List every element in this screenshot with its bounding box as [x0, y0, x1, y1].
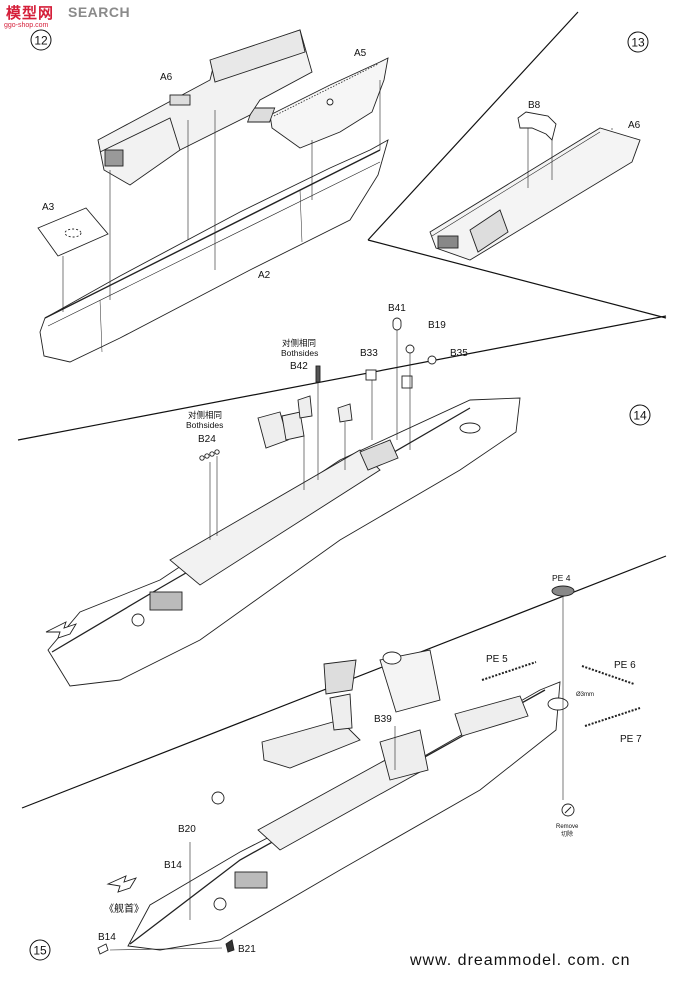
part-label-a3: A3	[42, 202, 55, 213]
step-14-marker: 14	[629, 404, 651, 426]
bow-direction-arrow	[45, 621, 78, 639]
bow-label: 《舰首》	[104, 902, 144, 915]
bothsides-en-b24: Bothsides	[186, 420, 223, 430]
part-label-b35: B35	[450, 348, 468, 359]
part-b20-turret	[211, 791, 225, 805]
part-b21	[225, 939, 235, 953]
hull-a2	[39, 139, 389, 363]
step-12-diagram	[37, 29, 389, 363]
part-label-b33: B33	[360, 348, 378, 359]
step-15-diagram	[97, 585, 641, 955]
part-label-a6: A6	[160, 72, 173, 83]
plate-a3	[37, 207, 109, 257]
bow-arrow-15	[106, 875, 138, 893]
part-label-b20: B20	[178, 824, 196, 835]
step-12-marker: 12	[30, 29, 52, 51]
part-label-b24: B24	[198, 434, 216, 445]
part-b42	[315, 365, 321, 383]
step-15-number: 15	[33, 944, 47, 958]
superstructure-a6-detail	[429, 127, 641, 261]
step-12-number: 12	[34, 34, 48, 48]
step-14-number: 14	[633, 409, 647, 423]
part-b8	[517, 111, 557, 141]
part-b41	[392, 317, 402, 331]
part-label-a5: A5	[354, 48, 367, 59]
part-b24-group	[199, 449, 220, 461]
step-14-diagram	[45, 317, 521, 687]
part-label-a2: A2	[258, 270, 271, 281]
watermark-brand: 模型网	[6, 4, 55, 22]
part-pe6	[581, 665, 635, 685]
footer-site-url: www. dreammodel. com. cn	[410, 952, 631, 969]
part-b35	[427, 355, 437, 365]
watermark-url: ggo-shop.com	[4, 22, 49, 29]
part-pe4	[551, 585, 575, 597]
step-13-marker: 13	[627, 31, 649, 53]
part-label-a6-step13: A6	[628, 120, 641, 131]
step-13-number: 13	[631, 36, 645, 50]
part-label-b42: B42	[290, 361, 308, 372]
part-label-b41: B41	[388, 303, 406, 314]
part-label-pe5: PE 5	[486, 654, 508, 665]
part-label-pe7: PE 7	[620, 734, 642, 745]
bothsides-cn-b42: 对侧相同	[282, 338, 316, 348]
step-13-diagram	[429, 111, 641, 261]
part-label-b14-lower: B14	[98, 932, 116, 943]
part-label-b21: B21	[238, 944, 256, 955]
part-label-b39: B39	[374, 714, 392, 725]
part-pe7	[584, 707, 641, 727]
watermark-search: SEARCH	[68, 4, 131, 20]
hull-assembled-14	[47, 397, 521, 687]
part-pe5	[481, 661, 537, 681]
bothsides-cn-b24: 对侧相同	[188, 410, 222, 420]
remove-label-en: Remove	[556, 824, 579, 830]
part-label-pe6: PE 6	[614, 660, 636, 671]
bothsides-en-b42: Bothsides	[281, 348, 318, 358]
part-label-b14-upper: B14	[164, 860, 182, 871]
step-dividers	[17, 11, 667, 809]
part-b19	[405, 344, 415, 354]
part-b33	[365, 369, 377, 381]
dimension-label: Ø3mm	[576, 692, 594, 698]
remove-label-cn: 切除	[561, 830, 573, 838]
part-b14-small	[97, 943, 109, 955]
part-label-b8: B8	[528, 100, 541, 111]
part-label-b19: B19	[428, 320, 446, 331]
step-15-marker: 15	[29, 939, 51, 961]
part-label-pe4: PE 4	[552, 573, 571, 583]
